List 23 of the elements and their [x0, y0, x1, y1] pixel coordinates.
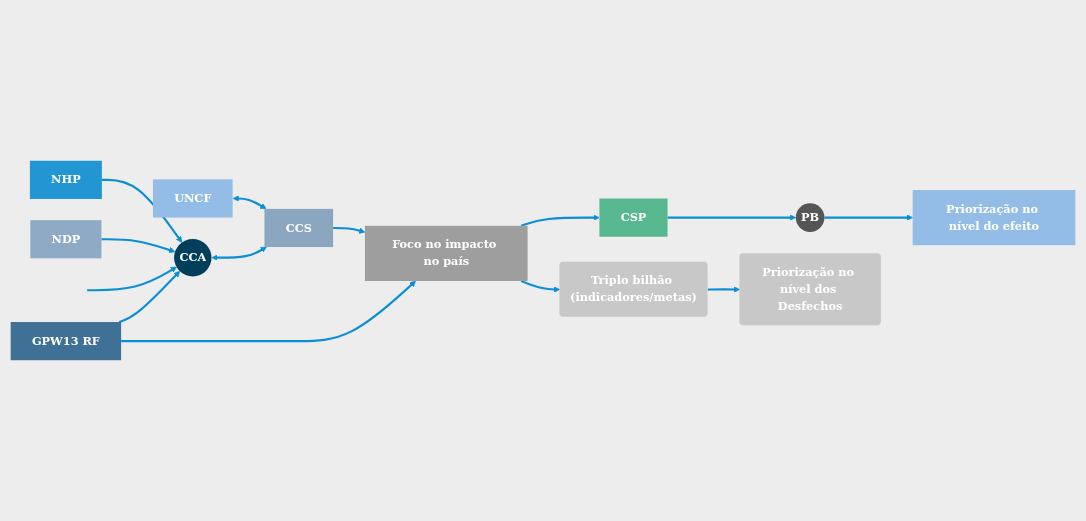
node-box: Foco no impacto no país [364, 225, 528, 281]
arrow [707, 286, 740, 293]
node-box: Priorização no nível do efeito [912, 190, 1076, 246]
arrow [520, 214, 600, 227]
arrow [232, 195, 267, 210]
arrow [101, 178, 183, 243]
arrow [211, 246, 267, 261]
arrow [520, 280, 561, 293]
node-circle: PB [795, 203, 825, 232]
arrow [101, 238, 176, 253]
arrow [667, 214, 797, 221]
node-box: CSP [599, 198, 668, 237]
node-box: GPW13 RF [10, 322, 122, 361]
node-box: NHP [29, 160, 102, 199]
arrow [121, 280, 416, 343]
arrow [824, 214, 913, 221]
arrow [333, 226, 366, 234]
arrow [118, 270, 181, 324]
arrow [87, 266, 177, 292]
node-box: UNCF [152, 179, 233, 218]
node-circle: CCA [174, 238, 212, 277]
node-box: NDP [30, 220, 102, 259]
node-box: CCS [264, 208, 334, 248]
